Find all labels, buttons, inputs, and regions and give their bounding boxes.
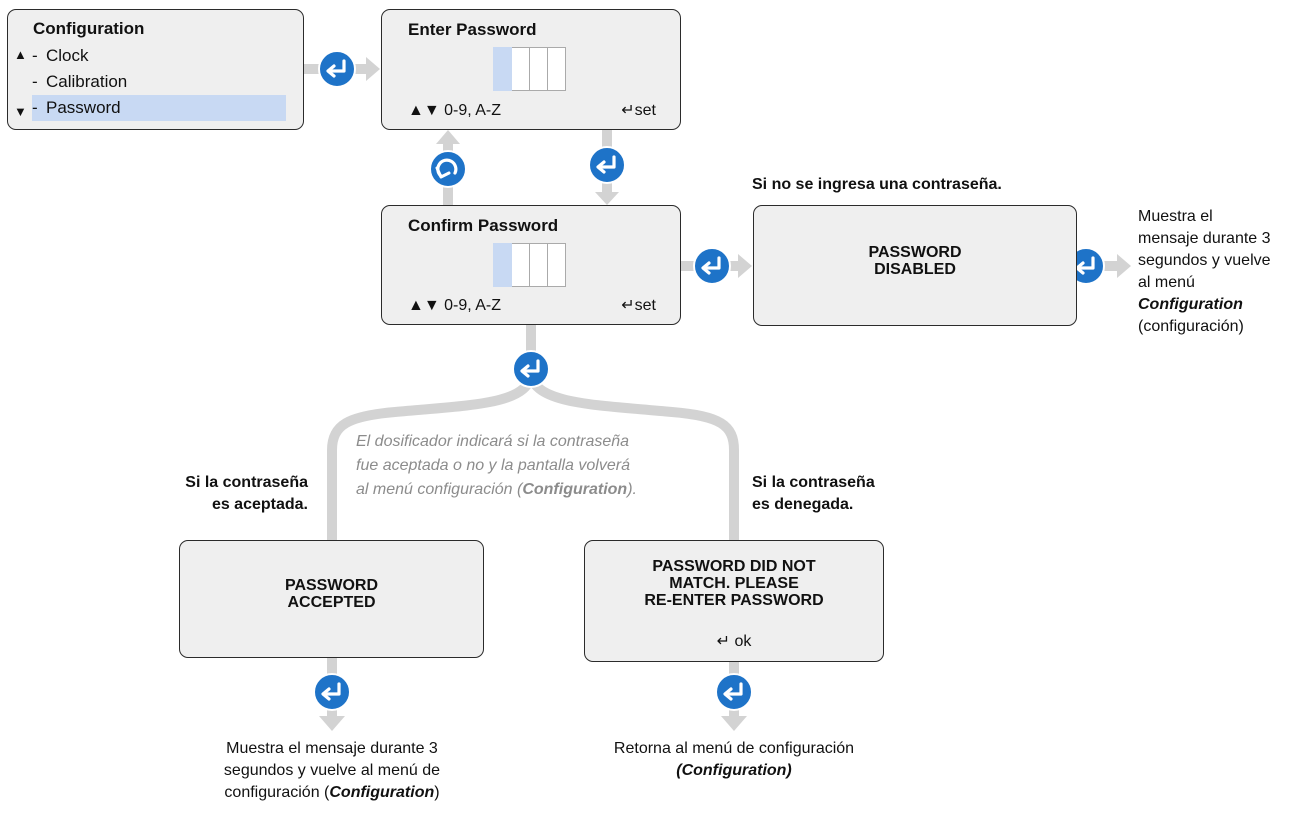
enter-icon[interactable] bbox=[589, 147, 625, 183]
password-accepted-screen: PASSWORD ACCEPTED bbox=[179, 540, 484, 658]
password-cell bbox=[512, 243, 530, 287]
flow-note: El dosificador indicará si la contraseña… bbox=[356, 430, 716, 502]
confirm-password-screen: Confirm Password ▲▼ 0-9, A-Z ↵set bbox=[381, 205, 681, 325]
configuration-menu-screen: Configuration ▲ -Clock -Calibration -Pas… bbox=[7, 9, 304, 130]
text-line: Configuration bbox=[1138, 296, 1243, 313]
input-hint: ▲▼ 0-9, A-Z bbox=[408, 102, 502, 119]
message-line: DISABLED bbox=[874, 261, 956, 278]
menu-item-calibration[interactable]: -Calibration bbox=[32, 72, 128, 91]
note-line: fue aceptada o no y la pantalla volverá bbox=[356, 457, 630, 474]
text-line: (configuración) bbox=[1138, 318, 1244, 335]
enter-icon[interactable] bbox=[716, 674, 752, 710]
no-password-caption: Si no se ingresa una contraseña. bbox=[752, 176, 1002, 193]
password-mismatch-screen: PASSWORD DID NOT MATCH. PLEASE RE-ENTER … bbox=[584, 540, 884, 662]
text-line: al menú bbox=[1138, 274, 1195, 291]
menu-item-password[interactable]: -Password bbox=[32, 95, 286, 121]
text-line: segundos y vuelve al menú de bbox=[223, 762, 441, 779]
denied-bottom-text: Retorna al menú de configuración (Config… bbox=[584, 738, 884, 782]
password-cell bbox=[548, 243, 566, 287]
denied-caption: Si la contraseña es denegada. bbox=[752, 472, 875, 516]
text-line: segundos y vuelve bbox=[1138, 252, 1271, 269]
caption-line: Si la contraseña bbox=[185, 474, 308, 491]
caption-line: es aceptada. bbox=[211, 496, 308, 513]
input-hint: ▲▼ 0-9, A-Z bbox=[408, 297, 502, 314]
configuration-title: Configuration bbox=[33, 19, 145, 38]
message-line: MATCH. PLEASE bbox=[669, 575, 799, 592]
set-label: ↵set bbox=[621, 297, 656, 314]
message-line: PASSWORD bbox=[868, 244, 962, 261]
text-line: (Configuration) bbox=[676, 762, 792, 779]
message-line: ACCEPTED bbox=[287, 594, 376, 611]
password-cell bbox=[512, 47, 530, 91]
text-line: Retorna al menú de configuración bbox=[613, 740, 855, 757]
message-line: PASSWORD DID NOT bbox=[652, 558, 816, 575]
password-cell bbox=[548, 47, 566, 91]
accepted-bottom-text: Muestra el mensaje durante 3 segundos y … bbox=[182, 738, 482, 804]
enter-icon[interactable] bbox=[694, 248, 730, 284]
password-cell bbox=[530, 243, 548, 287]
menu-item-label: Password bbox=[46, 98, 121, 117]
accepted-caption: Si la contraseña es aceptada. bbox=[120, 472, 308, 516]
password-cell bbox=[493, 243, 512, 287]
scroll-down-icon[interactable]: ▼ bbox=[14, 104, 27, 119]
confirm-password-title: Confirm Password bbox=[408, 216, 559, 235]
enter-icon[interactable] bbox=[513, 351, 549, 387]
enter-password-screen: Enter Password ▲▼ 0-9, A-Z ↵set bbox=[381, 9, 681, 130]
text-line: mensaje durante 3 bbox=[1138, 230, 1271, 247]
enter-password-title: Enter Password bbox=[408, 20, 537, 39]
ok-label[interactable]: ↵ ok bbox=[716, 633, 752, 650]
disabled-side-text: Muestra el mensaje durante 3 segundos y … bbox=[1138, 206, 1304, 338]
back-icon[interactable] bbox=[430, 151, 466, 187]
menu-item-label: Clock bbox=[46, 46, 89, 65]
message-line: PASSWORD bbox=[284, 577, 379, 594]
password-cell bbox=[530, 47, 548, 91]
menu-item-clock[interactable]: -Clock bbox=[32, 46, 89, 65]
password-entry-field[interactable] bbox=[493, 47, 566, 91]
enter-icon[interactable] bbox=[319, 51, 355, 87]
password-entry-field[interactable] bbox=[493, 243, 566, 287]
text-line: Muestra el bbox=[1138, 208, 1213, 225]
text-line: Muestra el mensaje durante 3 bbox=[226, 740, 438, 757]
caption-line: Si la contraseña bbox=[752, 474, 875, 491]
password-cell bbox=[493, 47, 512, 91]
set-label: ↵set bbox=[621, 102, 656, 119]
menu-item-label: Calibration bbox=[46, 72, 128, 91]
text-line: configuración (Configuration) bbox=[224, 784, 440, 801]
enter-icon[interactable] bbox=[314, 674, 350, 710]
scroll-up-icon[interactable]: ▲ bbox=[14, 47, 27, 62]
note-line: El dosificador indicará si la contraseña bbox=[356, 433, 630, 450]
caption-line: es denegada. bbox=[752, 496, 854, 513]
password-disabled-screen: PASSWORD DISABLED bbox=[753, 205, 1077, 326]
message-line: RE-ENTER PASSWORD bbox=[644, 592, 824, 609]
note-line: al menú configuración (Configuration). bbox=[356, 481, 637, 498]
